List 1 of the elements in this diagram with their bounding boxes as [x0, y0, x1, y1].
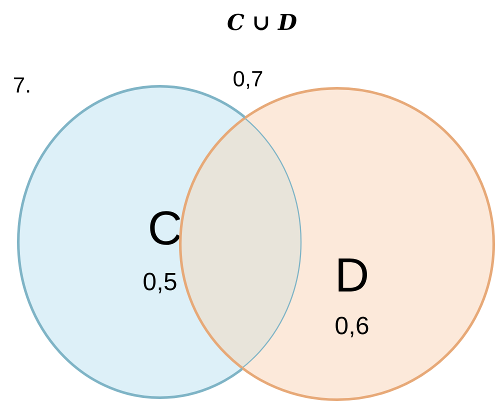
- title: C ∪ D: [228, 14, 296, 30]
